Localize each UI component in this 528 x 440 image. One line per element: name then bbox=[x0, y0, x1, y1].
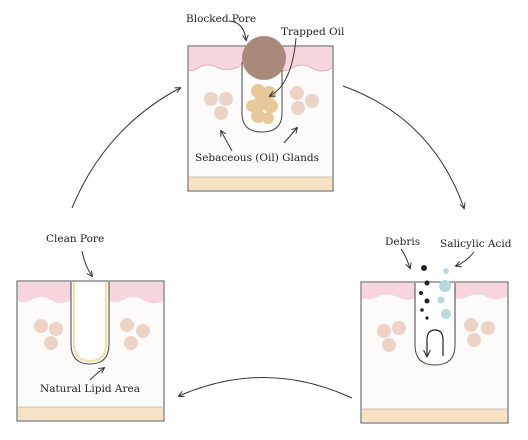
trapped-oil-label: Trapped Oil bbox=[281, 26, 345, 38]
pore-canal bbox=[414, 283, 456, 366]
debris-particles bbox=[419, 265, 430, 320]
sebaceous-gland-right bbox=[120, 318, 150, 350]
lipid-area-pointer bbox=[89, 368, 104, 381]
clean-pore-label: Clean Pore bbox=[46, 233, 104, 245]
natural-lipid-lining bbox=[72, 282, 108, 363]
salicylic-acid-pointer bbox=[456, 251, 475, 266]
exfoliating-pore-panel: Debris Salicylic Acid bbox=[360, 236, 512, 424]
sebaceous-gland-left bbox=[204, 92, 233, 120]
sebaceous-gland-left bbox=[34, 319, 63, 350]
skin-surface-layer bbox=[362, 283, 507, 300]
blocked-pore-panel: Blocked Pore Trapped Oil Sebaceous (Oil)… bbox=[186, 13, 345, 192]
gland-pointer-right bbox=[283, 128, 297, 144]
gland-pointer-left bbox=[221, 131, 233, 152]
trapped-oil-blobs bbox=[246, 84, 278, 124]
sebaceous-gland-right bbox=[464, 318, 495, 347]
blocked-pore-plug bbox=[242, 36, 286, 80]
base-layer bbox=[18, 407, 163, 420]
salicylic-acid-droplets bbox=[437, 268, 451, 319]
sebaceous-glands-label: Sebaceous (Oil) Glands bbox=[195, 152, 319, 164]
pore-canal bbox=[70, 282, 110, 365]
cycle-arrow-left-to-top bbox=[71, 88, 180, 209]
natural-lipid-area-label: Natural Lipid Area bbox=[40, 383, 140, 395]
sebaceous-gland-left bbox=[377, 321, 406, 352]
trapped-oil-pointer bbox=[270, 37, 297, 96]
debris-pointer bbox=[400, 248, 410, 268]
clean-pore-panel: Clean Pore Natural Lipid Area bbox=[16, 233, 165, 422]
flow-up-arrow bbox=[427, 329, 444, 356]
debris-label: Debris bbox=[385, 236, 420, 248]
sebaceous-gland-right bbox=[290, 86, 319, 115]
base-layer bbox=[189, 177, 332, 190]
cycle-arrow-right-to-left bbox=[179, 377, 353, 399]
blocked-pore-label: Blocked Pore bbox=[186, 13, 256, 25]
cycle-arrow-top-to-right bbox=[342, 85, 464, 208]
skin-surface-layer bbox=[18, 282, 163, 304]
clean-pore-pointer bbox=[81, 250, 92, 276]
salicylic-acid-label: Salicylic Acid bbox=[440, 238, 512, 250]
blocked-pore-pointer bbox=[228, 20, 246, 40]
base-layer bbox=[362, 409, 507, 422]
